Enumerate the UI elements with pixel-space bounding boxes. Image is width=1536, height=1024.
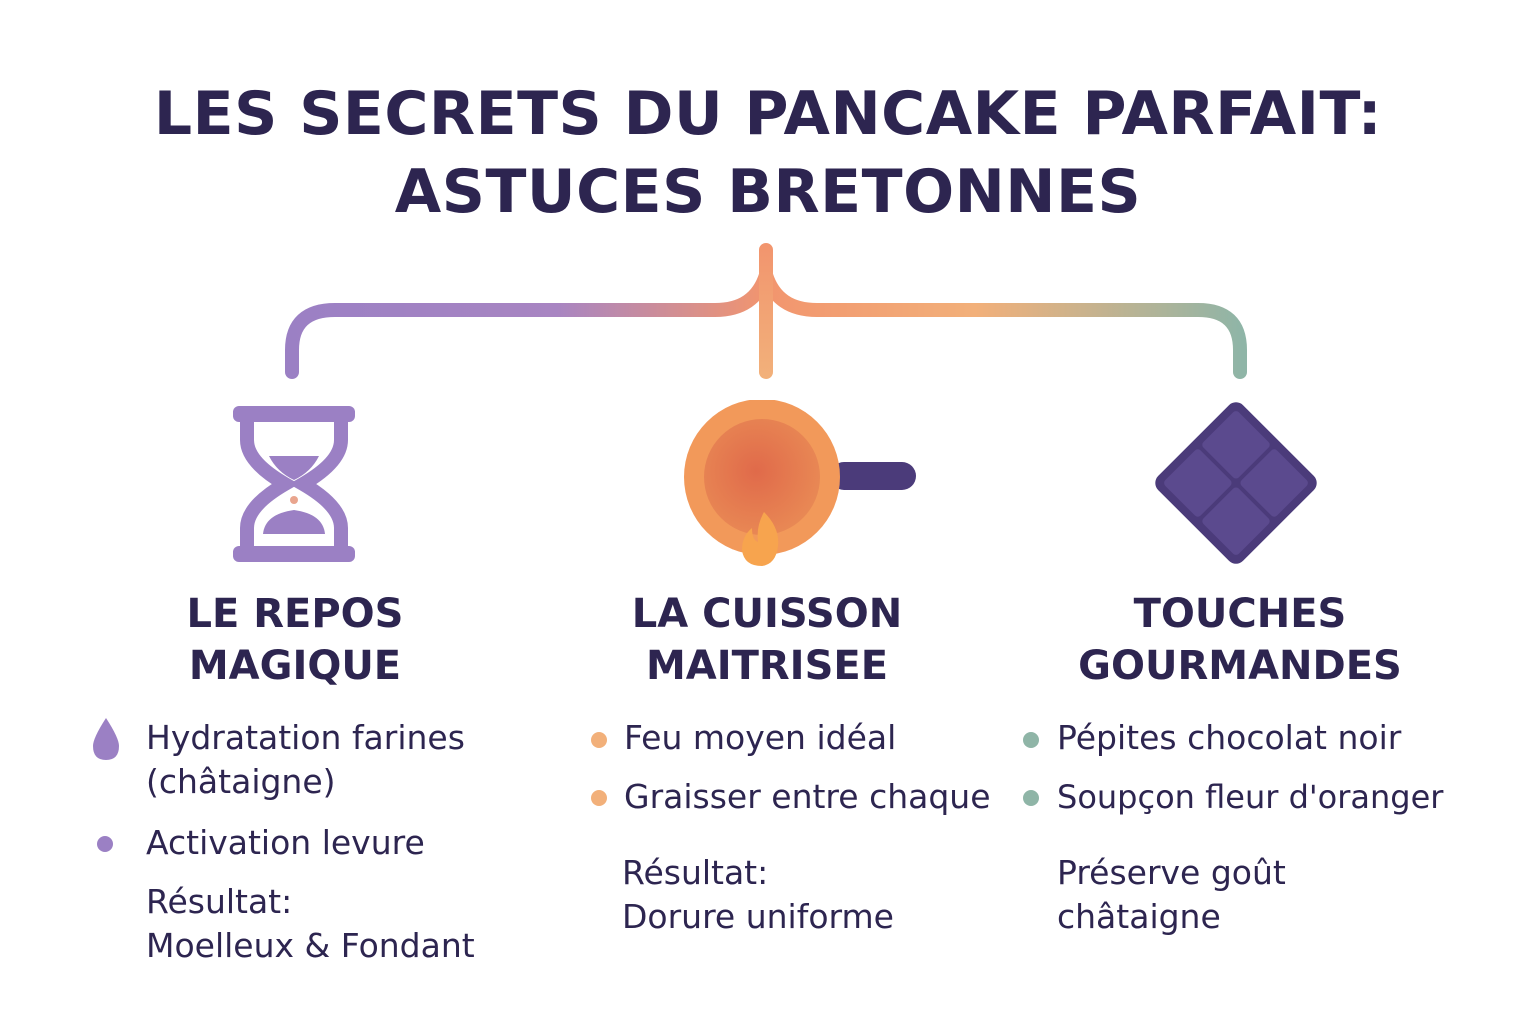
- bullet-text: Hydratation farines: [146, 718, 465, 757]
- bullet-dot: [591, 732, 607, 748]
- result-line: Dorure uniforme: [622, 897, 894, 936]
- result-line: Moelleux & Fondant: [146, 926, 475, 965]
- result-line: châtaigne: [1057, 897, 1221, 936]
- column-title-line: MAGIQUE: [188, 643, 402, 689]
- bullet-text: (châtaigne): [146, 762, 336, 801]
- column-title-line: TOUCHES: [1133, 591, 1347, 637]
- list-item: Feu moyen idéal: [624, 716, 896, 760]
- result-line: Résultat:: [622, 853, 769, 892]
- list-item: Soupçon fleur d'oranger: [1057, 775, 1443, 819]
- result-text: Préserve goût châtaigne: [1057, 851, 1286, 939]
- chocolate-square-icon: [1155, 402, 1317, 564]
- bullet-text: Feu moyen idéal: [624, 718, 897, 757]
- list-item: Hydratation farines (châtaigne): [146, 716, 465, 804]
- bullet-dot: [97, 836, 113, 852]
- result-line: Préserve goût: [1057, 853, 1286, 892]
- bullet-dot: [1023, 732, 1039, 748]
- column-title-repos: LE REPOS MAGIQUE: [120, 588, 470, 692]
- column-title-cuisson: LA CUISSON MAITRISEE: [592, 588, 942, 692]
- column-title-line: LE REPOS: [186, 591, 404, 637]
- page-title-line-1: LES SECRETS DU PANCAKE PARFAIT:: [153, 79, 1383, 149]
- hourglass-icon: [233, 406, 355, 562]
- column-title-gourmandes: TOUCHES GOURMANDES: [1040, 588, 1440, 692]
- list-item: Activation levure: [146, 821, 425, 865]
- result-text: Résultat: Moelleux & Fondant: [146, 880, 475, 968]
- bullet-dot: [1023, 790, 1039, 806]
- frying-pan-flame-icon: [684, 400, 916, 566]
- result-text: Résultat: Dorure uniforme: [622, 851, 894, 939]
- list-item: Pépites chocolat noir: [1057, 716, 1401, 760]
- bullet-text: Activation levure: [146, 823, 425, 862]
- water-drop-icon: [93, 718, 119, 760]
- bullet-dot: [591, 790, 607, 806]
- column-title-line: LA CUISSON: [631, 591, 903, 637]
- column-title-line: MAITRISEE: [645, 643, 889, 689]
- branch-connector: [285, 243, 1247, 379]
- bullet-text: Soupçon fleur d'oranger: [1057, 778, 1444, 816]
- list-item: Graisser entre chaque: [624, 775, 991, 819]
- bullet-text: Graisser entre chaque: [624, 777, 991, 816]
- column-title-line: GOURMANDES: [1078, 643, 1402, 689]
- page-title-line-2: ASTUCES BRETONNES: [394, 157, 1142, 227]
- result-line: Résultat:: [146, 882, 293, 921]
- bullet-text: Pépites chocolat noir: [1057, 718, 1402, 757]
